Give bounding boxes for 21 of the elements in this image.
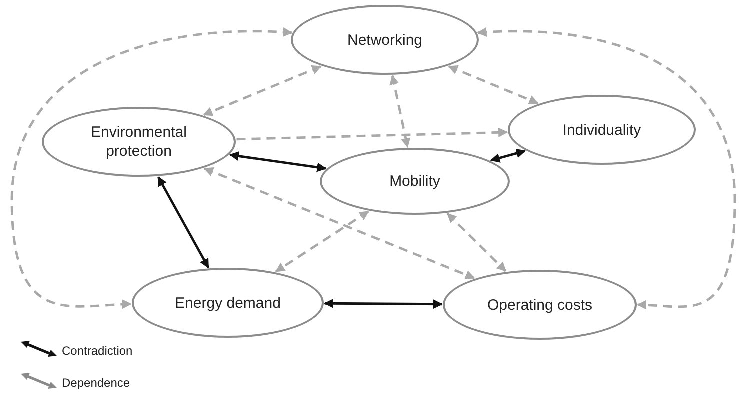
legend-text: Contradiction <box>62 344 133 358</box>
arrow <box>390 74 411 148</box>
arrow <box>204 168 476 280</box>
node-label: Energy demand <box>175 294 281 312</box>
legend-text: Dependence <box>62 376 130 390</box>
arrow <box>324 298 443 310</box>
node-label: Operating costs <box>487 296 593 314</box>
node-label: Environmental protection <box>90 123 188 161</box>
arrow <box>477 28 736 310</box>
arrow <box>10 28 293 310</box>
arrow <box>157 176 210 269</box>
node-label: Mobility <box>390 172 440 191</box>
node-label: Individuality <box>562 120 642 140</box>
arrow <box>275 210 370 273</box>
arrow <box>229 152 327 172</box>
arrow <box>490 148 526 163</box>
arrow <box>448 65 539 105</box>
arrow <box>446 213 507 272</box>
node-label: Networking <box>347 30 423 50</box>
arrow <box>236 128 508 141</box>
arrow <box>203 65 322 116</box>
